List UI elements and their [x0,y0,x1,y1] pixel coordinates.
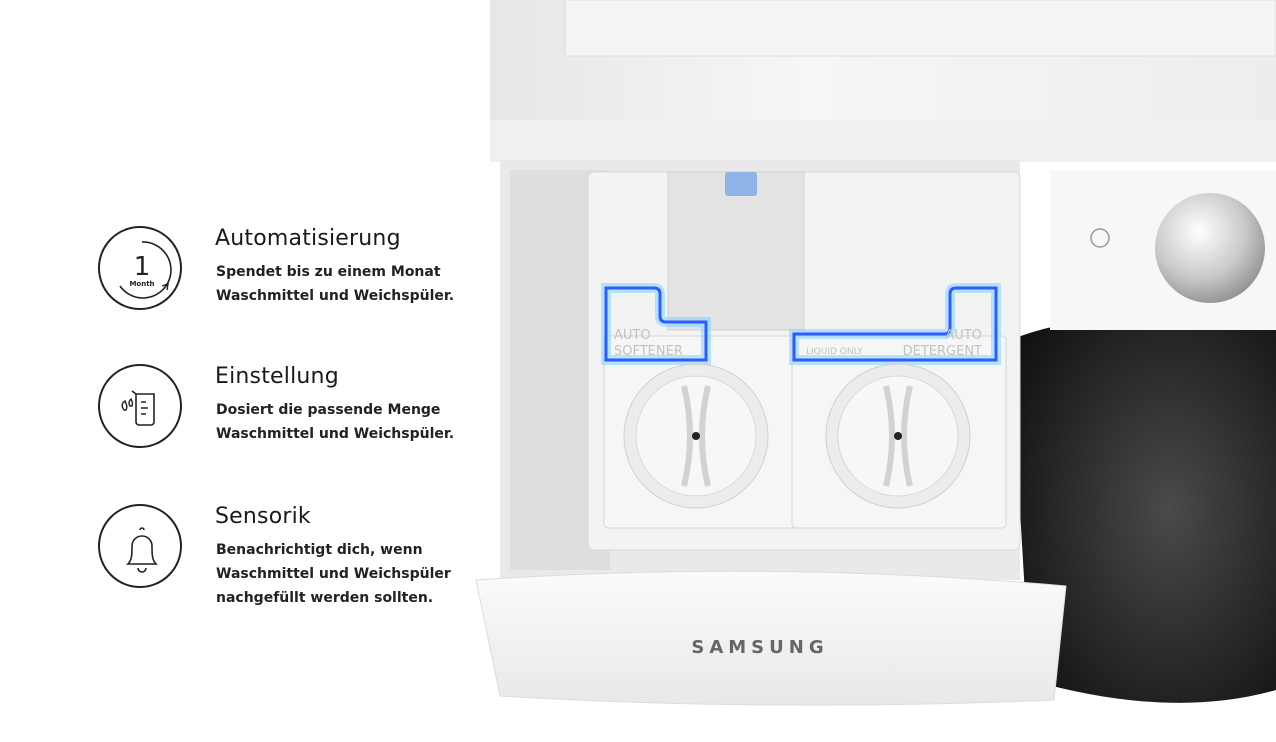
feature-description: Benachrichtigt dich, wenn Waschmittel un… [216,538,451,610]
feature-title: Sensorik [215,504,311,529]
feature-desc-line: Waschmittel und Weichspüler. [216,288,455,304]
label-softener: SOFTENER [614,344,683,359]
feature-list: 1 Month Automatisierung Spendet bis zu e… [0,0,470,742]
brand-logo: SAMSUNG [691,637,828,658]
feature-desc-line: Spendet bis zu einem Monat [216,264,441,280]
bell-icon [98,504,182,588]
feature-einstellung: Einstellung Dosiert die passende Menge W… [98,364,468,474]
label-auto: AUTO [614,328,651,343]
measuring-cup-icon [98,364,182,448]
feature-desc-line: Benachrichtigt dich, wenn [216,542,423,558]
feature-desc-line: Dosiert die passende Menge [216,402,441,418]
feature-title: Automatisierung [215,226,401,251]
icon-number: 1 [134,252,151,282]
feature-description: Dosiert die passende Menge Waschmittel u… [216,398,454,446]
icon-label: Month [129,280,154,288]
label-auto-right: AUTO [945,328,982,343]
feature-sensorik: Sensorik Benachrichtigt dich, wenn Wasch… [98,504,468,614]
label-liquid-only: LIQUID ONLY [806,347,863,357]
feature-title: Einstellung [215,364,339,389]
calendar-month-icon: 1 Month [98,226,182,310]
label-detergent: DETERGENT [903,344,982,359]
feature-desc-line: Waschmittel und Weichspüler [216,566,451,582]
washing-machine-image: AUTO SOFTENER LIQUID ONLY AUTO DETERGENT… [475,0,1276,706]
feature-automatisierung: 1 Month Automatisierung Spendet bis zu e… [98,226,468,336]
feature-desc-line: nachgefüllt werden sollten. [216,590,434,606]
feature-desc-line: Waschmittel und Weichspüler. [216,426,455,442]
feature-description: Spendet bis zu einem Monat Waschmittel u… [216,260,454,308]
